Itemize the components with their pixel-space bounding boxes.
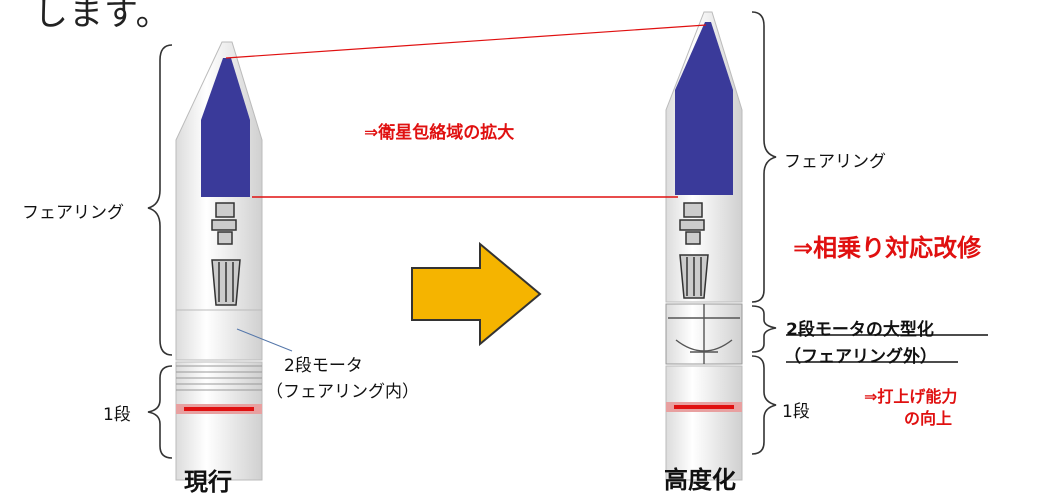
- enhanced-motor-label-line1: 2段モータの大型化: [786, 320, 934, 340]
- capability-note-line2: の向上: [904, 409, 953, 428]
- enhanced-stage1-brace: [751, 355, 777, 455]
- enhanced-rocket-label: 高度化: [664, 466, 736, 494]
- current-motor-label-line1: 2段モータ: [284, 356, 363, 376]
- current-stage2-section: [175, 309, 263, 361]
- current-motor-leader: [236, 328, 293, 352]
- current-fairing-brace: [147, 44, 173, 356]
- rideshare-note: ⇒相乗り対応改修: [793, 234, 982, 262]
- transition-arrow-icon: [411, 241, 542, 347]
- current-brackets: [147, 44, 173, 459]
- current-stage1-bands: [176, 365, 262, 391]
- enhanced-motor-detail: [668, 304, 740, 364]
- enhanced-motor-label-line2: （フェアリング外）: [784, 347, 937, 367]
- enhanced-brackets: [751, 11, 777, 455]
- enhanced-spacecraft-structure: [679, 202, 709, 299]
- current-payload-envelope: [201, 58, 250, 197]
- current-rocket-label: 現行: [184, 468, 232, 496]
- enhanced-payload-envelope: [675, 22, 733, 195]
- enhanced-motor-brace: [751, 305, 777, 353]
- current-fairing-label: フェアリング: [22, 203, 124, 223]
- enhanced-fairing-brace: [751, 11, 777, 303]
- envelope-top-line: [225, 24, 707, 59]
- enhanced-stage1-section: [665, 365, 743, 481]
- capability-note-line1: ⇒打上げ能力: [864, 387, 958, 406]
- current-stage1-label: 1段: [103, 405, 131, 425]
- enhanced-fairing-label: フェアリング: [784, 152, 886, 172]
- current-stage1-brace: [147, 365, 173, 459]
- current-spacecraft-structure: [211, 202, 241, 306]
- current-rocket: [175, 41, 293, 481]
- enhanced-rocket: [665, 11, 743, 481]
- current-motor-label-line2: （フェアリング内）: [266, 382, 419, 402]
- envelope-note: ⇒衛星包絡域の拡大: [364, 123, 515, 143]
- enhanced-stage1-label: 1段: [782, 402, 810, 422]
- current-stage1-section: [175, 361, 263, 481]
- top-text: します。: [34, 0, 171, 34]
